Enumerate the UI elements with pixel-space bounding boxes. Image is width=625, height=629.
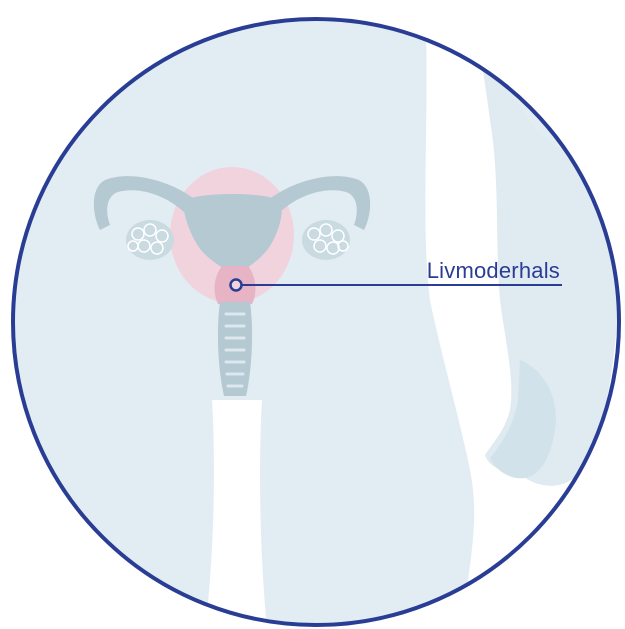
vaginal-rugae [226, 314, 244, 386]
label-marker [231, 280, 242, 291]
leg-gap-left [204, 400, 268, 629]
ovary-left [126, 220, 174, 260]
ovary-right [302, 220, 350, 260]
cervix-label: Livmoderhals [427, 258, 560, 283]
